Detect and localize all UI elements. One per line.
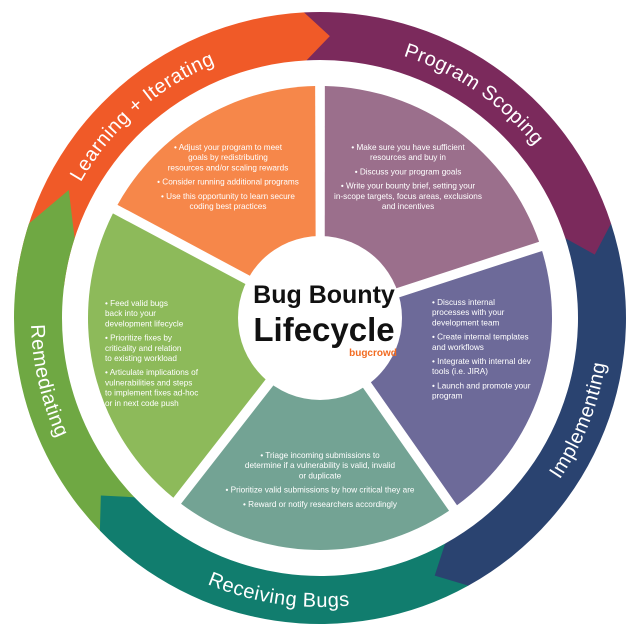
bullet-line: program [432, 392, 463, 401]
bullet-line: • Triage incoming submissions to [260, 451, 380, 460]
bullet-line: • Prioritize valid submissions by how cr… [226, 486, 415, 495]
bullet-line: criticality and relation [105, 344, 182, 353]
ring-arrow-receiving [88, 479, 469, 624]
bullet-line: • Adjust your program to meet [174, 143, 283, 152]
wedge-remediating [87, 213, 313, 498]
bullet-line: to implement fixes ad-hoc [105, 389, 198, 398]
center-title-line1: Bug Bounty [253, 281, 395, 309]
bullet-line: • Discuss internal [432, 298, 495, 307]
bullets-remediating: • Feed valid bugs back into your develop… [105, 299, 199, 408]
bullet-line: • Integrate with internal dev [432, 357, 532, 366]
bullet-line: coding best practices [190, 202, 267, 211]
wedge-receiving [181, 325, 450, 550]
bullet-line: • Reward or notify researchers according… [243, 500, 398, 509]
bullet-line: and incentives [382, 202, 434, 211]
center-title-line2: Lifecycle [253, 311, 394, 348]
bullet-line: • Consider running additional programs [157, 178, 299, 187]
bullet-line: resources and/or scaling rewards [168, 163, 289, 172]
bullets-learning: • Adjust your program to meet goals by r… [157, 143, 299, 211]
bullet-line: • Write your bounty brief, setting your [341, 182, 476, 191]
bullet-line: or duplicate [299, 471, 342, 480]
bullet-line: • Make sure you have sufficient [351, 143, 465, 152]
bullet-line: • Create internal templates [432, 333, 529, 342]
bullet-line: • Feed valid bugs [105, 299, 168, 308]
bullet-line: in-scope targets, focus areas, exclusion… [334, 192, 482, 201]
brand-logo-text: bugcrowd [349, 348, 397, 359]
bullet-line: processes with your [432, 308, 505, 317]
bullet-line: • Articulate implications of [105, 368, 199, 377]
bullet-line: and workflows [432, 343, 484, 352]
bullet-line: • Prioritize fixes by [105, 334, 173, 343]
bullet-line: • Discuss your program goals [355, 167, 462, 176]
bullets-receiving: • Triage incoming submissions to determi… [226, 451, 415, 509]
bullet-line: to existing workload [105, 354, 177, 363]
bullet-line: tools (i.e. JIRA) [432, 367, 488, 376]
bullet-line: development lifecycle [105, 319, 184, 328]
bullet-line: development team [432, 318, 500, 327]
bullets-implementing: • Discuss internal processes with your d… [432, 298, 532, 401]
bullet-line: or in next code push [105, 399, 179, 408]
bullet-line: determine if a vulnerability is valid, i… [245, 461, 396, 470]
center-hub: Bug Bounty Lifecycle bugcrowd [238, 236, 402, 400]
ring-arrow-implementing [416, 223, 626, 586]
bullet-line: vulnerabilities and steps [105, 378, 192, 387]
bullet-line: back into your [105, 309, 156, 318]
center-circle [238, 236, 402, 400]
wedge-scoping [324, 86, 540, 312]
stage-bullets: • Adjust your program to meet goals by r… [105, 143, 532, 509]
inner-wedges [87, 86, 553, 550]
ring-arrow-remediating [13, 189, 135, 531]
bullet-line: goals by redistributing [188, 153, 268, 162]
outer-ring [13, 11, 626, 624]
bullet-line: • Use this opportunity to learn secure [161, 192, 295, 201]
bullets-scoping: • Make sure you have sufficient resource… [334, 143, 482, 211]
bullet-line: resources and buy in [370, 153, 446, 162]
bullet-line: • Launch and promote your [432, 381, 531, 390]
wedge-learning [117, 86, 316, 312]
